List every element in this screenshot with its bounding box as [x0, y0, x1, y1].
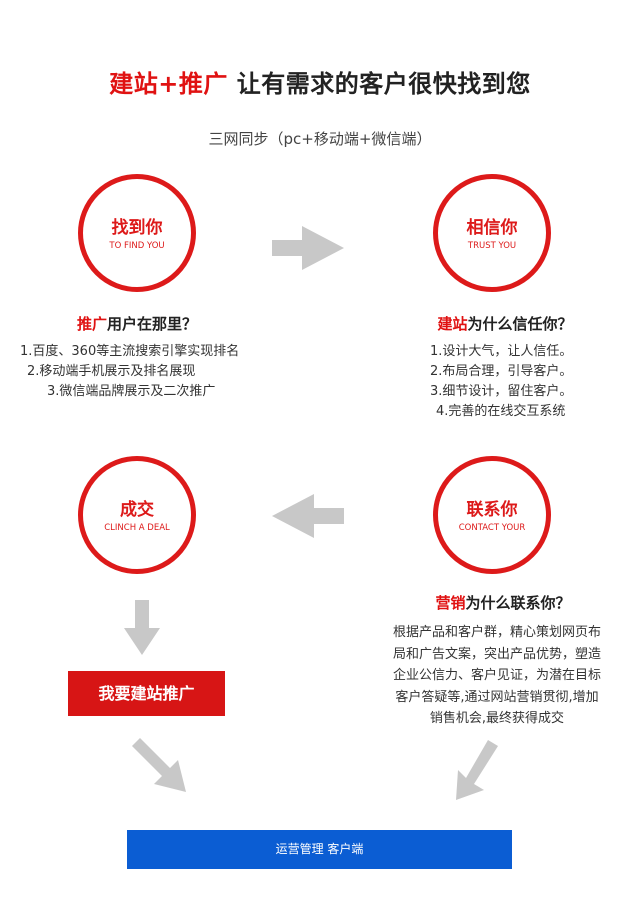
marketing-paragraph: 根据产品和客户群，精心策划网页布 局和广告文案，突出产品优势，塑造 企业公信力、… — [392, 625, 601, 726]
build-list: 1.设计大气，让人信任。 2.布局合理，引导客户。 3.细节设计，留住客户。 4… — [430, 344, 573, 419]
heading-promotion: 推广用户在那里？ — [76, 315, 198, 333]
build-promote-button[interactable]: 我要建站推广 — [68, 671, 225, 716]
heading-build: 建站为什么信任你？ — [437, 315, 573, 333]
arrow-down-icon — [124, 600, 160, 655]
heading-marketing: 营销为什么联系你？ — [435, 594, 571, 612]
subtitle: 三网同步（pc+移动端+微信端） — [208, 130, 432, 148]
promotion-list: 1.百度、360等主流搜索引擎实现排名 2.移动端手机展示及排名展现 3.微信端… — [20, 344, 240, 399]
arrow-right-icon — [272, 226, 344, 270]
operations-client-bar[interactable]: 运营管理 客户端 — [127, 830, 512, 869]
arrow-down-right-icon — [132, 738, 186, 792]
page-title: 建站+推广 让有需求的客户很快找到您 — [109, 70, 531, 98]
arrow-left-icon — [272, 494, 344, 538]
arrow-down-left-icon — [456, 740, 498, 800]
